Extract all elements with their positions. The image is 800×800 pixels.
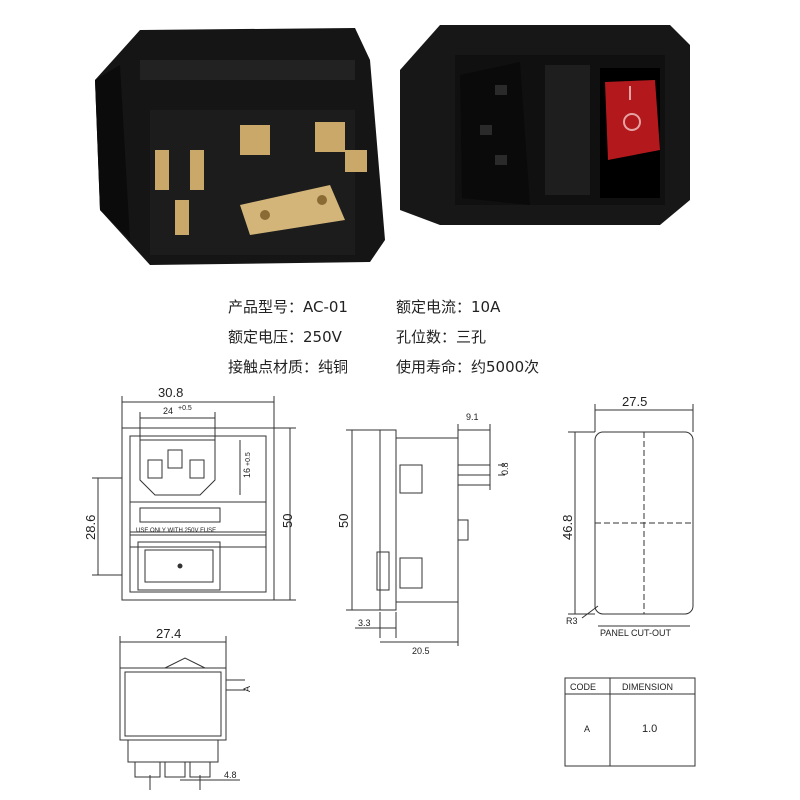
table-cell-code: A	[584, 724, 590, 734]
table-header-code: CODE	[570, 682, 596, 692]
dimension-table	[564, 677, 696, 767]
cutout-width-label: 27.5	[622, 394, 647, 409]
module-front-photo	[400, 25, 690, 225]
spec-service-life: 使用寿命：约5000次	[396, 358, 540, 376]
side-depth-top-label: 9.1	[466, 412, 479, 422]
module-rear-photo	[95, 28, 385, 265]
table-header-dimension: DIMENSION	[622, 682, 673, 692]
front-socket-height-label: 16	[242, 468, 252, 478]
switch-view-drawing	[119, 636, 245, 790]
side-view-drawing	[346, 424, 505, 646]
front-width-label: 30.8	[158, 385, 183, 400]
front-inner-width-tol: +0.5	[178, 405, 192, 412]
side-height-label: 50	[336, 514, 351, 528]
fuse-warning-text: USE ONLY WITH 250V FUSE	[136, 528, 216, 534]
spec-rated-current: 额定电流：10A	[396, 298, 501, 316]
cutout-title: PANEL CUT-OUT	[600, 628, 672, 638]
technical-drawings: 30.8 24 +0.5 16 +0.5 28.6 50 USE ONLY WI…	[83, 385, 696, 790]
table-cell-dimension: 1.0	[642, 723, 657, 735]
front-view-drawing	[92, 396, 296, 601]
side-depth-bottom-label: 20.5	[412, 646, 430, 656]
switch-dim-a-label: A	[242, 686, 252, 692]
side-flange-label: 3.3	[358, 618, 371, 628]
front-total-height-label: 50	[280, 514, 295, 528]
front-socket-height-tol: +0.5	[245, 452, 252, 466]
spec-pin-holes: 孔位数：三孔	[396, 328, 487, 346]
spec-model: 产品型号：AC-01	[228, 298, 348, 316]
spec-rated-voltage: 额定电压：250V	[228, 328, 342, 346]
spec-contact-material: 接触点材质：纯铜	[228, 358, 349, 376]
cutout-radius-label: R3	[566, 616, 578, 626]
panel-cutout-drawing	[568, 404, 694, 627]
front-inner-width-label: 24	[163, 406, 173, 416]
switch-width-label: 27.4	[156, 626, 181, 641]
side-tab-offset-label: 0.8	[500, 462, 510, 475]
product-photo	[0, 0, 800, 285]
switch-pin-pitch-label: 4.8	[224, 770, 237, 780]
cutout-height-label: 46.8	[560, 515, 575, 540]
front-fuse-height-label: 28.6	[83, 515, 98, 540]
